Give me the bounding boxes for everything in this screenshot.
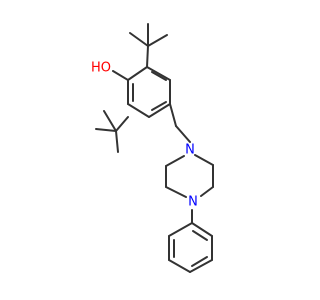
piperazine-nitrogen-lower: N — [188, 195, 198, 210]
bond — [148, 103, 171, 118]
bond — [168, 222, 193, 237]
bond — [103, 110, 117, 132]
bond — [95, 128, 117, 132]
hydroxyl-label: HO — [91, 61, 111, 76]
bond — [165, 186, 187, 198]
bond — [191, 222, 213, 237]
bond — [127, 103, 150, 118]
bond — [165, 155, 185, 167]
bond — [115, 130, 119, 153]
bond — [112, 70, 129, 81]
bond — [127, 66, 148, 81]
phenol-ring — [112, 66, 171, 118]
benzyl-linker — [169, 103, 191, 143]
bond — [129, 32, 149, 47]
bond — [169, 103, 177, 127]
phenyl-ring — [168, 222, 213, 273]
background — [0, 0, 300, 300]
bond — [115, 116, 129, 132]
bond — [151, 101, 167, 111]
bond — [146, 45, 149, 68]
molecule-structure: HO N N — [0, 0, 300, 300]
bond — [191, 256, 208, 267]
tert-butyl-top — [129, 23, 168, 68]
bond — [194, 154, 214, 166]
tert-butyl-left — [95, 110, 129, 153]
bond — [151, 71, 167, 81]
piperazine-nitrogen-upper: N — [185, 143, 195, 158]
bond — [175, 125, 191, 143]
bond — [147, 34, 168, 47]
bond — [189, 259, 213, 273]
piperazine-ring — [165, 154, 214, 224]
bond — [168, 259, 191, 273]
bond — [200, 186, 214, 197]
bond — [146, 66, 171, 81]
bond — [192, 230, 208, 241]
